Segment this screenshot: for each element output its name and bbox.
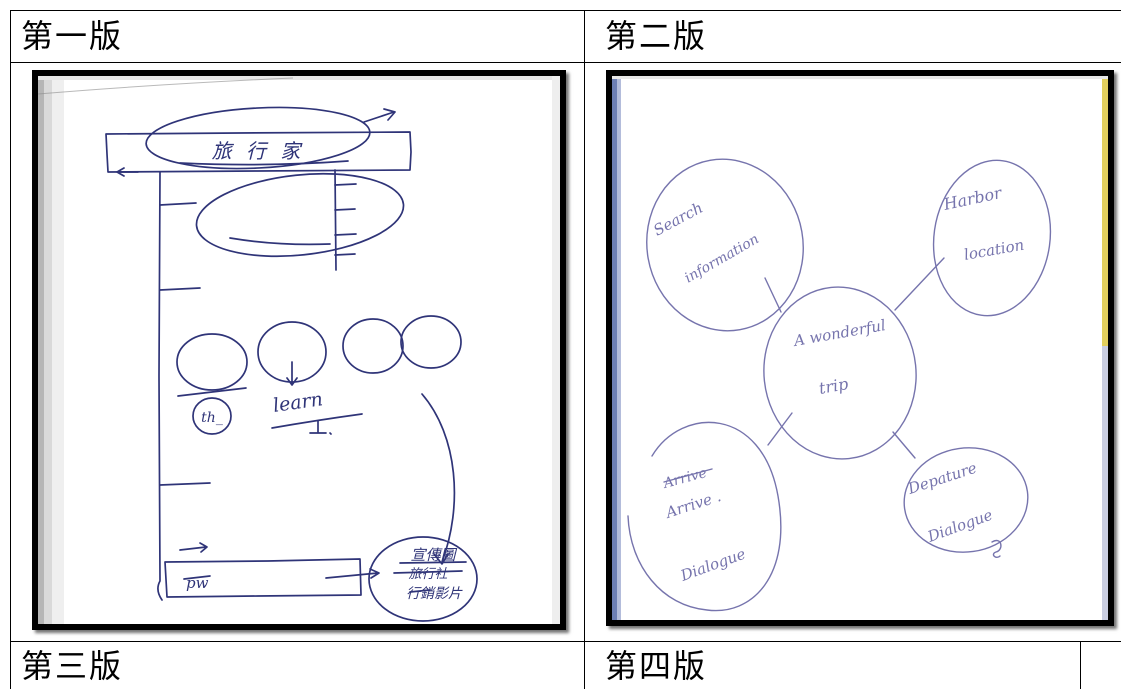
cell-label-version-1: 第一版 (21, 17, 124, 55)
sketch-photo-version-2: Search information Harbor location A won… (606, 70, 1114, 626)
paper-edge-shadow (38, 76, 44, 624)
cloud-line-1-underline (399, 561, 467, 564)
small-circle (192, 397, 232, 435)
header-oval (145, 106, 371, 170)
node-circle-top-right (932, 159, 1052, 317)
cell-label-version-4: 第四版 (605, 647, 708, 685)
sketch-v2-drawing: Search information Harbor location A won… (612, 76, 1108, 620)
table-left-border (10, 10, 11, 689)
circle-underline (177, 387, 247, 397)
banner-inner-line (229, 237, 331, 246)
menu-tick (334, 208, 356, 211)
cell-label-version-3: 第三版 (21, 647, 124, 685)
header-title: 旅 行 家 (212, 139, 305, 163)
paper-right-shadow (552, 76, 560, 624)
fabric-edge-left (617, 76, 621, 620)
promo-cloud (368, 536, 478, 622)
bottom-bar-scribble (183, 575, 211, 580)
table-row-divider-2 (10, 641, 1121, 642)
paper-top-shadow (38, 76, 560, 80)
paper-top-shadow (612, 76, 1108, 79)
banner-ellipse (195, 172, 405, 258)
scribble-mark (991, 539, 1002, 559)
fabric-edge-right-yellow (1102, 76, 1108, 346)
small-circle-label: th_ (201, 410, 223, 426)
link-top-left (764, 277, 782, 313)
link-top-right (894, 257, 945, 311)
table-row-divider-1 (10, 62, 1121, 63)
cloud-line-1: 宣傳圖 (410, 546, 457, 564)
header-underline (179, 160, 349, 166)
link-bottom-left (767, 412, 793, 446)
header-arrow (363, 108, 396, 123)
node-circle-bottom-right (903, 447, 1029, 553)
bottom-bar (164, 558, 362, 598)
paper (612, 76, 1108, 620)
paper-edge-shadow (52, 76, 64, 624)
branch-tick (159, 287, 201, 291)
feature-circle-3 (342, 318, 404, 374)
right-vertical-line (334, 169, 337, 271)
node-circle-center (763, 286, 917, 460)
sketch-photo-version-1: 旅 行 家 th_ learn (32, 70, 566, 630)
down-arrow (286, 361, 298, 386)
main-vertical-line (157, 171, 163, 601)
table-bottom-row-extra-divider (1080, 641, 1081, 689)
fabric-edge-left (612, 76, 617, 620)
faint-top-line (38, 77, 294, 95)
sketch-v1-drawing: 旅 行 家 th_ learn (38, 76, 560, 624)
cloud-line-3: 行銷影片 (406, 586, 463, 602)
node-bottom-left-strike (663, 468, 713, 483)
left-arrow (116, 167, 139, 177)
branch-tick (159, 202, 197, 206)
center-line-2: trip (817, 374, 849, 398)
link-bottom-right (892, 431, 916, 459)
menu-tick (334, 233, 357, 236)
table-top-border (10, 10, 1121, 11)
cloud-line-2-strike (393, 570, 463, 574)
table-column-divider (584, 10, 585, 689)
paper-edge-shadow (44, 76, 52, 624)
menu-tick (334, 253, 356, 256)
paper (38, 76, 560, 624)
small-right-arrow (179, 542, 208, 553)
header-bar (105, 131, 412, 173)
fabric-edge-right (1102, 346, 1108, 620)
menu-tick (334, 183, 357, 186)
feature-circle-1 (176, 333, 248, 391)
cloud-line-3-scribble (409, 589, 431, 593)
branch-tick (159, 482, 211, 486)
cloud-line-2: 旅行社 (408, 567, 448, 582)
node-circle-top-left (646, 158, 804, 332)
feature-circle-4 (400, 315, 462, 369)
node-circle-bottom-left (627, 421, 782, 612)
learn-sub-mark (309, 420, 332, 435)
cell-label-version-2: 第二版 (605, 17, 708, 55)
